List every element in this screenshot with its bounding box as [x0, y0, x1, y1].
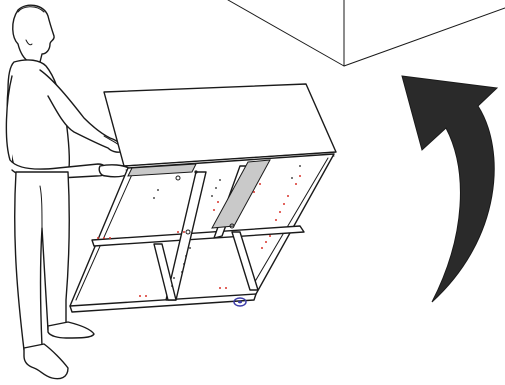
bookshelf-unit: [70, 84, 336, 312]
curved-arrow-icon: [402, 76, 497, 302]
person-figure: [6, 5, 132, 378]
caster-wheel: [234, 298, 246, 306]
wall-corner: [228, 0, 505, 66]
